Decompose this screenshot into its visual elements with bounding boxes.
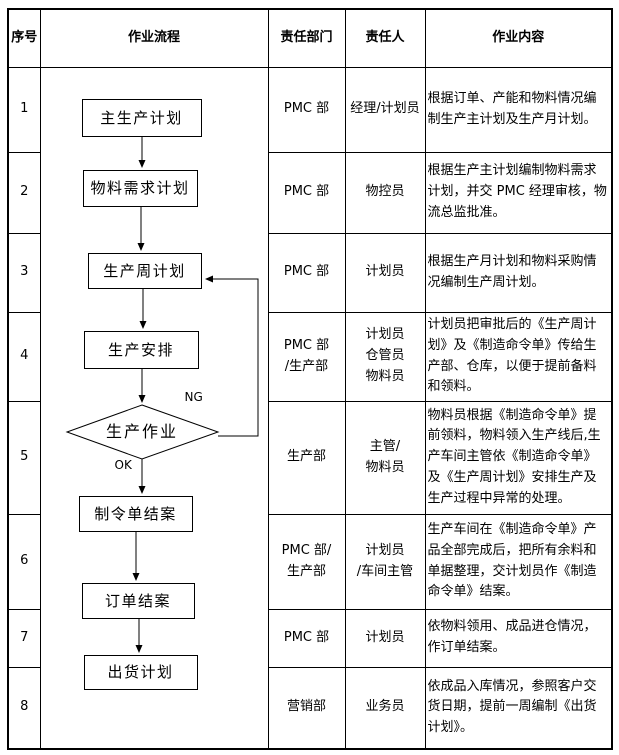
cell-dept: PMC 部/ 生产部 [267,513,346,610]
cell-dept: PMC 部 [267,232,346,313]
cell-person: 物控员 [344,151,426,234]
cell-content: 根据生产主计划编制物料需求计划，并交 PMC 经理审核，物流总监批准。 [424,151,613,234]
ok-branch-label: OK [114,457,132,472]
cell-content: 依物料领用、成品进仓情况，作订单结案。 [424,608,613,668]
cell-content: 生产车间在《制造命令单》产品全部完成后，把所有余料和单据整理，交计划员作《制造命… [424,513,613,610]
cell-person: 计划员 [344,608,426,668]
header-person: 责任人 [344,8,426,68]
flow-node-weekly-production-plan: 生产周计划 [87,252,202,289]
table-row: 3 PMC 部 计划员 根据生产月计划和物料采购情况编制生产周计划。 [7,232,613,313]
cell-content: 根据生产月计划和物料采购情况编制生产周计划。 [424,232,613,313]
cell-person: 计划员 仓管员 物料员 [344,311,426,402]
header-no: 序号 [7,8,41,68]
row-number: 8 [7,666,41,750]
flow-node-order-closure: 订单结案 [81,582,195,619]
table-row: 8 营销部 业务员 依成品入库情况，参照客户交货日期，提前一周编制《出货计划》。 [7,666,613,750]
cell-dept: 营销部 [267,666,346,750]
flow-node-shipping-plan: 出货计划 [83,654,198,690]
row-number: 1 [7,66,41,153]
cell-content: 根据订单、产能和物料情况编制生产主计划及生产月计划。 [424,66,613,153]
cell-content: 计划员把审批后的《生产周计划》及《制造命令单》传给生产部、仓库，以便于提前备料和… [424,311,613,402]
header-dept: 责任部门 [267,8,346,68]
row-number: 5 [7,400,41,515]
header-flow: 作业流程 [39,8,269,68]
cell-person: 经理/计划员 [344,66,426,153]
row-number: 4 [7,311,41,402]
cell-dept: PMC 部 [267,66,346,153]
row-number: 2 [7,151,41,234]
table-row: 6 PMC 部/ 生产部 计划员 /车间主管 生产车间在《制造命令单》产品全部完… [7,513,613,610]
cell-person: 业务员 [344,666,426,750]
process-table: 序号 作业流程 责任部门 责任人 作业内容 1 [7,8,613,750]
flow-node-work-order-closure: 制令单结案 [78,495,193,532]
flow-node-production-arrangement: 生产安排 [83,330,199,369]
cell-content: 依成品入库情况，参照客户交货日期，提前一周编制《出货计划》。 [424,666,613,750]
table-row: 5 生产部 主管/ 物料员 物料员根据《制造命令单》提前领料，物料领入生产线后,… [7,400,613,515]
table-row: 4 PMC 部 /生产部 计划员 仓管员 物料员 计划员把审批后的《生产周计划》… [7,311,613,402]
table-row: 1 [7,66,613,750]
header-row: 序号 作业流程 责任部门 责任人 作业内容 [7,8,613,68]
table-row: 2 PMC 部 物控员 根据生产主计划编制物料需求计划，并交 PMC 经理审核，… [7,151,613,234]
row-number: 6 [7,513,41,610]
header-content: 作业内容 [424,8,613,68]
flow-node-material-requirements-plan: 物料需求计划 [82,169,198,207]
cell-dept: PMC 部 [267,608,346,668]
flow-node-master-production-plan: 主生产计划 [81,98,202,137]
cell-dept: 生产部 [267,400,346,515]
cell-dept: PMC 部 [267,151,346,234]
ng-branch-label: NG [184,389,203,404]
cell-person: 计划员 [344,232,426,313]
flow-decision-production-operation: 生产作业 [105,421,178,441]
row-number: 7 [7,608,41,668]
flowchart-cell: 主生产计划 物料需求计划 生产周计划 生产安排 生产作业 NG OK 制令单结案… [39,66,269,750]
cell-dept: PMC 部 /生产部 [267,311,346,402]
cell-person: 计划员 /车间主管 [344,513,426,610]
flowchart: 主生产计划 物料需求计划 生产周计划 生产安排 生产作业 NG OK 制令单结案… [41,68,267,748]
table-row: 7 PMC 部 计划员 依物料领用、成品进仓情况，作订单结案。 [7,608,613,668]
flow-connectors [65,136,258,653]
cell-person: 主管/ 物料员 [344,400,426,515]
cell-content: 物料员根据《制造命令单》提前领料，物料领入生产线后,生产车间主管依《制造命令单》… [424,400,613,515]
row-number: 3 [7,232,41,313]
